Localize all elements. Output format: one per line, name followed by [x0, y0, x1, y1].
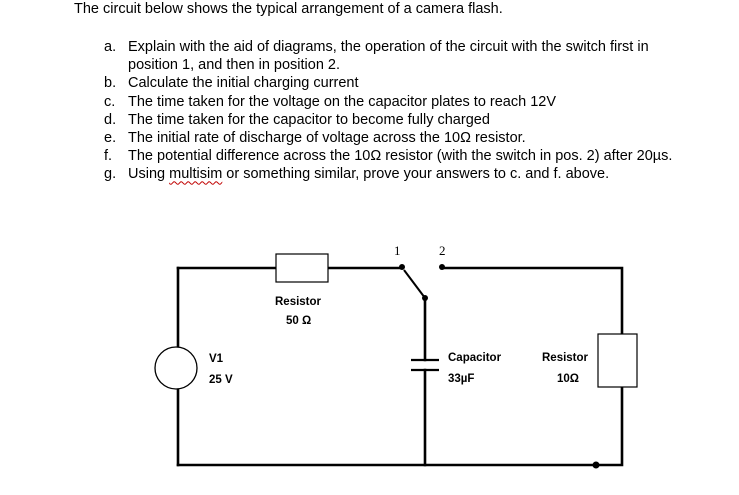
question-text-pre: Using [128, 166, 170, 183]
wire-right-lower [594, 385, 624, 467]
question-list: a. Explain with the aid of diagrams, the… [104, 38, 672, 184]
question-text: The time taken for the voltage on the ca… [128, 93, 557, 110]
resistor-2-value: 10Ω [557, 373, 579, 385]
question-b: b. Calculate the initial charging curren… [104, 74, 672, 92]
resistor-1-value: 50 Ω [286, 315, 311, 327]
source-value: 25 V [209, 374, 233, 386]
question-a: a. Explain with the aid of diagrams, the… [104, 38, 672, 74]
capacitor-value: 33µF [448, 373, 474, 385]
question-e: e. The initial rate of discharge of volt… [104, 129, 672, 147]
question-letter: e. [104, 130, 117, 147]
intro-text: The circuit below shows the typical arra… [74, 1, 503, 17]
question-f: f. The potential difference across the 1… [104, 147, 672, 165]
question-letter: d. [104, 111, 117, 128]
switch-pivot [422, 295, 428, 301]
question-letter: c. [104, 93, 116, 110]
switch-contact-2 [439, 264, 445, 270]
question-letter: a. [104, 39, 117, 55]
question-text-continued: position 1, and then in position 2. [128, 57, 341, 74]
question-text: The initial rate of discharge of voltage… [128, 130, 526, 147]
resistor-1-name: Resistor [275, 296, 322, 308]
question-g: g. Using multisim or something similar, … [104, 165, 672, 183]
switch-blade [403, 269, 426, 299]
capacitor-name: Capacitor [448, 352, 502, 364]
switch-label-2: 2 [439, 243, 446, 258]
question-d: d. The time taken for the capacitor to b… [104, 111, 672, 129]
resistor-1 [275, 253, 329, 283]
question-letter: b. [104, 75, 117, 92]
question-text-post: or something similar, prove your answers… [222, 166, 610, 183]
question-letter: g. [104, 166, 117, 183]
question-text: The potential difference across the 10Ω … [128, 148, 673, 165]
question-text: The time taken for the capacitor to beco… [128, 111, 490, 128]
question-letter: f. [104, 148, 113, 165]
source-name: V1 [209, 353, 224, 365]
junction-bottom-right [592, 461, 600, 469]
switch-contact-1 [399, 264, 405, 270]
question-text: Calculate the initial charging current [128, 75, 359, 92]
resistor-2 [597, 333, 638, 388]
voltage-source [154, 346, 198, 390]
multisim-word: multisim [169, 166, 223, 183]
resistor-2-name: Resistor [542, 352, 589, 364]
question-text: Explain with the aid of diagrams, the op… [128, 39, 649, 55]
wire-top-right [440, 266, 624, 336]
question-c: c. The time taken for the voltage on the… [104, 93, 672, 111]
switch-label-1: 1 [394, 243, 401, 258]
